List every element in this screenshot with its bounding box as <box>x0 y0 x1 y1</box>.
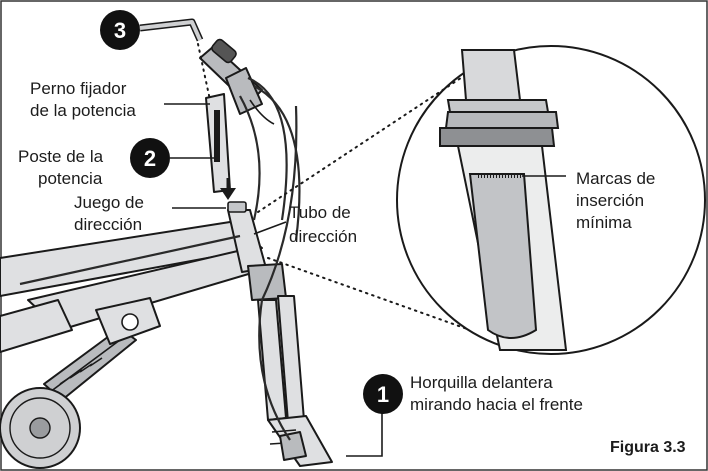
crank-hub <box>29 417 51 439</box>
zoom-headset-ring-1 <box>444 111 560 129</box>
allen-wrench <box>139 18 204 42</box>
headset-label: Juego de dirección <box>74 193 149 234</box>
fork-label: Horquilla delantera mirando hacia el fre… <box>410 373 583 414</box>
shift-cable-3 <box>239 95 261 221</box>
stem-post-label: Poste de la potencia <box>18 147 108 188</box>
min-insertion-label: Marcas de inserción mínima <box>576 169 660 232</box>
handlebar-assembly <box>199 38 301 241</box>
zoom-stem-insert <box>468 173 538 339</box>
detail-zoom <box>257 45 706 355</box>
bike-frame <box>0 209 267 469</box>
zoom-stem-top <box>460 49 522 101</box>
pivot-bolt <box>121 313 139 331</box>
callout-3-number: 3 <box>114 18 126 43</box>
chainring-inner <box>9 397 71 459</box>
brake-cable <box>258 105 298 441</box>
callout-2-number: 2 <box>144 146 156 171</box>
shock-spring <box>59 357 103 385</box>
stem-insertion-marks <box>214 110 220 162</box>
callout-1: 1 <box>363 374 403 414</box>
brake-caliper <box>279 431 307 461</box>
headset-cup <box>227 201 247 213</box>
head-tube-leader <box>253 221 287 235</box>
brake-lever-mount <box>225 67 263 115</box>
wrench-fill <box>139 20 202 41</box>
callout-2: 2 <box>130 138 214 178</box>
callout-2-circle <box>130 138 170 178</box>
zoom-headset-cap <box>446 99 550 113</box>
wrench-guide-dots <box>197 43 211 101</box>
callout-3-circle <box>100 10 140 50</box>
fork-crown <box>247 263 287 301</box>
rear-frame <box>0 299 73 353</box>
figure-label: Figura 3.3 <box>610 439 686 456</box>
callout-3: 3 <box>100 10 140 50</box>
fork-leader <box>346 400 383 457</box>
callout-1-number: 1 <box>377 382 389 407</box>
shift-cable-2 <box>253 85 301 241</box>
zoom-headset-ring-2 <box>439 127 556 147</box>
front-fork <box>247 105 333 467</box>
callout-1-circle <box>363 374 403 414</box>
grip-end <box>211 38 237 64</box>
top-tube-cable <box>19 234 241 286</box>
head-tube-label: Tubo de dirección <box>289 203 357 246</box>
brake-lever <box>249 99 275 125</box>
stem-bolt-label: Perno fijador de la potencia <box>30 79 136 120</box>
insert-arrow-head <box>220 188 236 200</box>
